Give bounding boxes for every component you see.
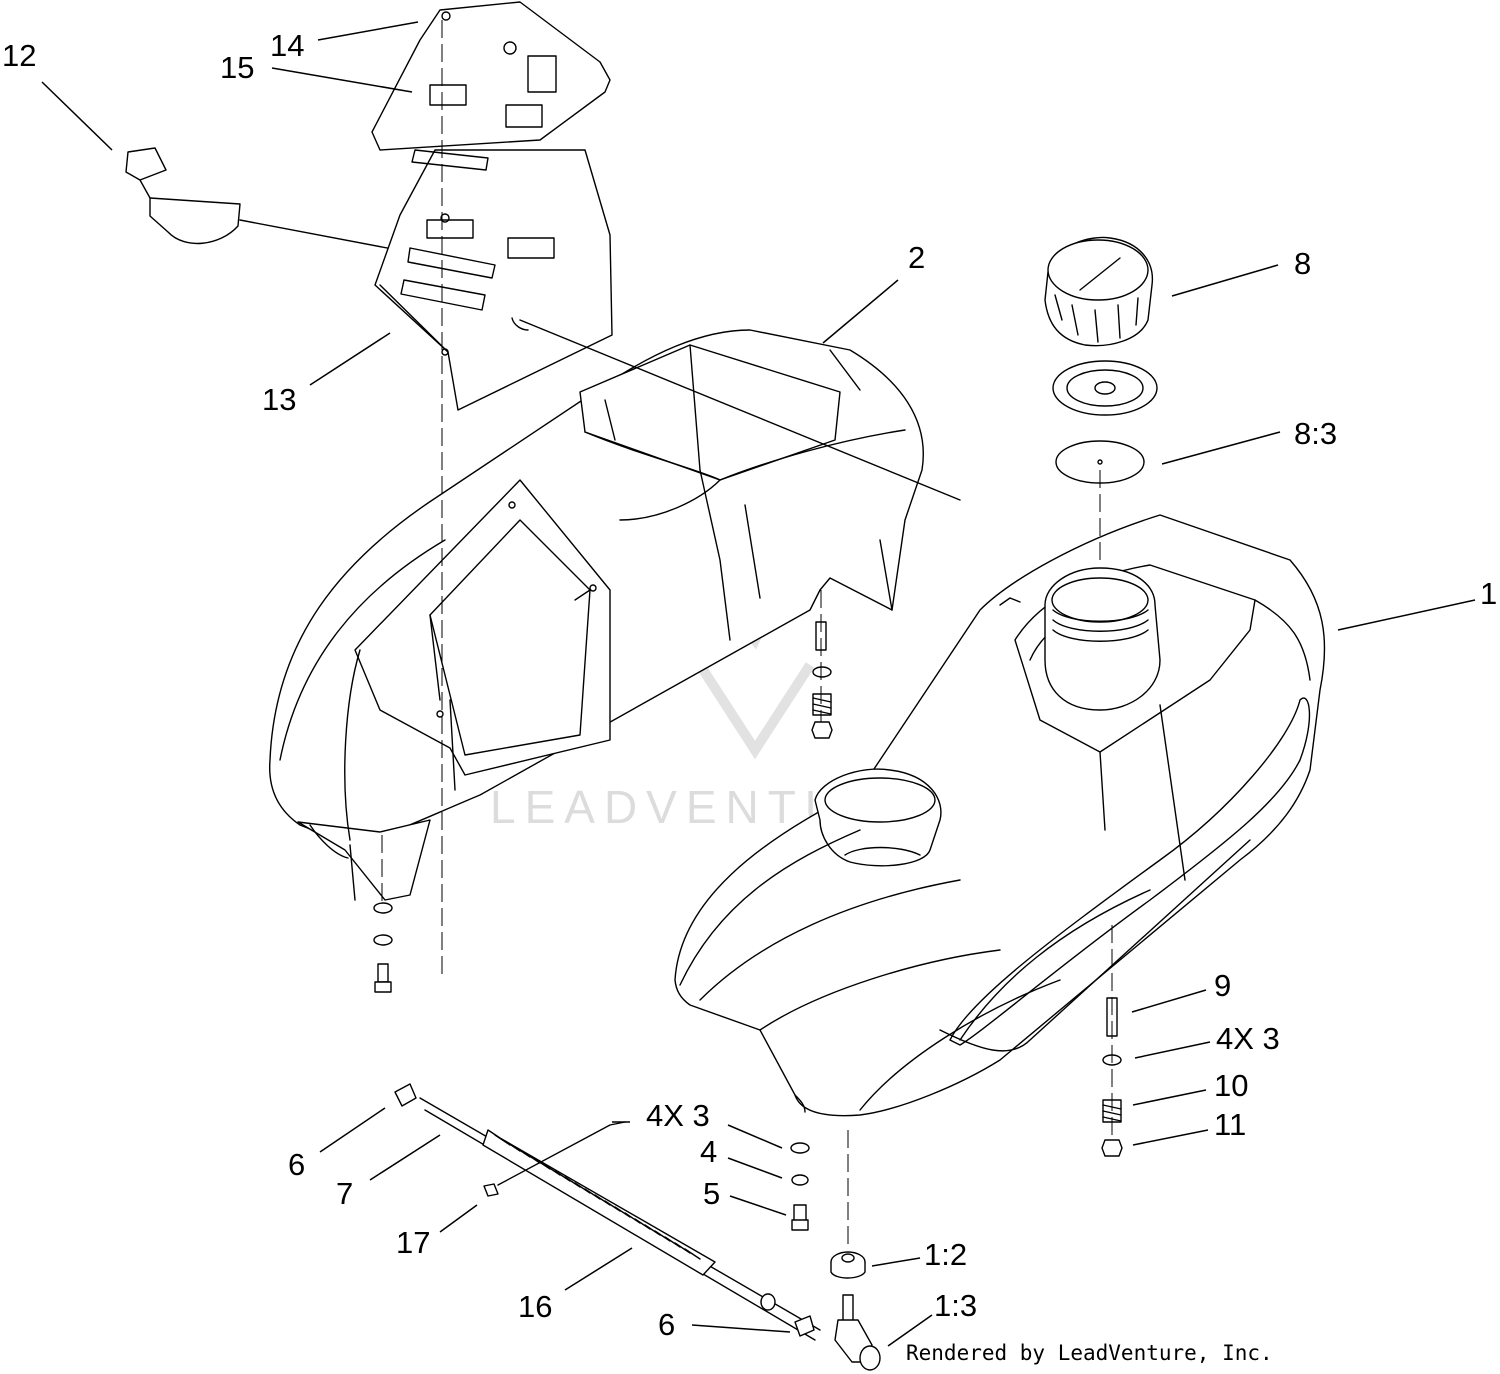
callout-8-3: 8:3 (1294, 416, 1337, 451)
callout-7: 7 (336, 1176, 353, 1211)
callout-13: 13 (262, 382, 296, 417)
cable-tie (483, 1183, 499, 1197)
callout-6-upper: 6 (288, 1147, 305, 1182)
left-fender-console (268, 317, 961, 901)
callout-14: 14 (270, 28, 304, 63)
callout-11: 11 (1214, 1107, 1246, 1142)
callout-12: 12 (2, 38, 36, 73)
callout-4x3-center: 4X 3 (646, 1098, 710, 1133)
callout-2: 2 (908, 240, 925, 275)
callout-15: 15 (220, 50, 254, 85)
control-panel (374, 149, 613, 411)
hose-clamp-upper (394, 1083, 417, 1107)
callout-8: 8 (1294, 246, 1311, 281)
callout-6-lower: 6 (658, 1307, 675, 1342)
hardware-center (811, 621, 833, 739)
callout-1-3: 1:3 (934, 1288, 977, 1323)
hardware-left (373, 902, 393, 993)
callout-leaders (41, 21, 1476, 1347)
callout-5: 5 (703, 1176, 720, 1211)
callout-labels: 12 14 15 13 2 8 8:3 1 9 4X 3 10 11 4X 3 … (2, 28, 1497, 1342)
assembly-lines (381, 20, 1113, 1250)
tank-grommet-elbow (830, 1251, 881, 1371)
render-credit: Rendered by LeadVenture, Inc. (906, 1341, 1273, 1365)
fuel-line-assembly (394, 1083, 821, 1341)
hose-clamp-lower (794, 1315, 815, 1337)
fuel-gauge-sender (125, 147, 441, 259)
callout-10: 10 (1214, 1068, 1248, 1103)
panel-decal (371, 1, 611, 171)
callout-16: 16 (518, 1289, 552, 1324)
fuel-line-sleeve (482, 1129, 716, 1276)
fuel-cap (1044, 236, 1158, 484)
fuel-cap-retainer (1052, 360, 1158, 416)
panel-screw (441, 11, 451, 21)
callout-4x3-right: 4X 3 (1216, 1021, 1280, 1056)
callout-17: 17 (396, 1225, 430, 1260)
callout-1-2: 1:2 (924, 1237, 967, 1272)
fuel-tank (674, 514, 1326, 1117)
callout-9: 9 (1214, 968, 1231, 1003)
callout-4: 4 (700, 1134, 717, 1169)
callout-1: 1 (1480, 576, 1497, 611)
hardware-lower (790, 1142, 810, 1231)
